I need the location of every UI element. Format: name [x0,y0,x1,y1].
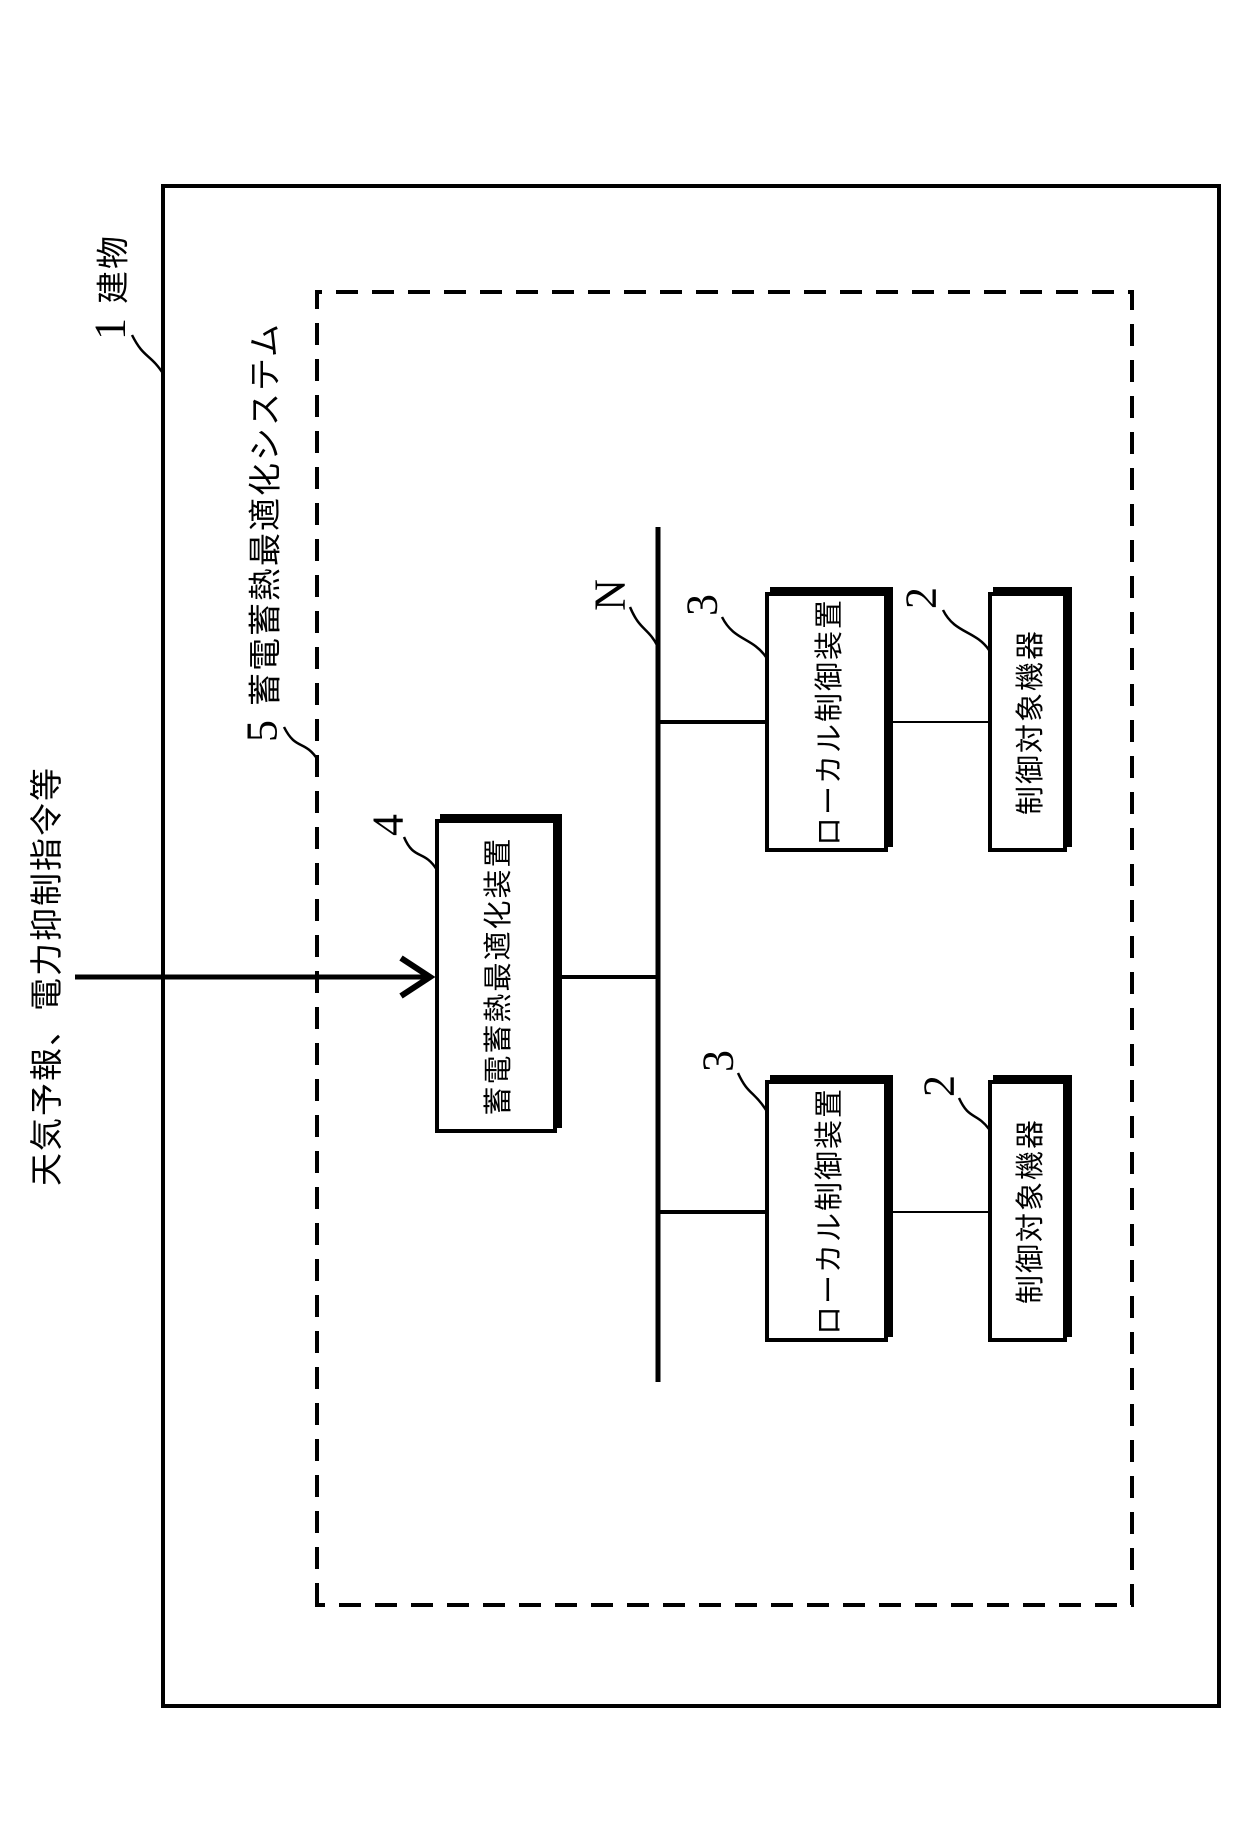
leader-line-optimizer [402,836,439,871]
system-label-text: 蓄電蓄熱最適化システム [246,321,284,707]
leader-line-local-controller-2 [736,1072,768,1111]
input-annotation-text: 天気予報、電力抑制指令等 [28,766,65,1186]
leader-line-device-2 [957,1097,990,1130]
building-label-text: 建物 [94,234,132,304]
system-dashed-outline [315,290,1134,1607]
device-box-2-label: 制御対象機器 [1014,1118,1047,1305]
building-ref: 1 [85,318,135,340]
optimizer-box-label: 蓄電蓄熱最適化装置 [483,836,515,1116]
leader-line-building [130,334,166,376]
leader-line-local-controller-1 [720,616,768,658]
leader-line-system [282,726,320,761]
leader-line-network [628,606,660,648]
building-label: 1 建物 [85,234,136,340]
local-controller-ref-2: 3 [693,1050,743,1072]
building-outline [161,184,1221,1708]
input-annotation: 天気予報、電力抑制指令等 [20,766,68,1186]
device-box-2: 制御対象機器 [988,1080,1067,1342]
system-label: 5 蓄電蓄熱最適化システム [237,322,288,742]
leader-line-device-1 [941,609,991,651]
local-controller-box-1: ローカル制御装置 [765,592,888,852]
local-controller-box-2-label: ローカル制御装置 [813,1087,846,1336]
optimizer-ref: 4 [363,814,413,836]
input-arrow-head [399,955,436,999]
local-controller-box-2: ローカル制御装置 [765,1080,888,1342]
device-box-1: 制御対象機器 [988,592,1067,852]
local-controller-box-1-label: ローカル制御装置 [813,598,846,847]
device-box-1-label: 制御対象機器 [1014,629,1047,816]
optimizer-box: 蓄電蓄熱最適化装置 [435,819,557,1133]
device-ref-2: 2 [914,1075,964,1097]
network-ref: N [585,579,635,611]
local-controller-ref-1: 3 [677,594,727,616]
device-ref-1: 2 [896,587,946,609]
system-ref: 5 [237,720,287,743]
